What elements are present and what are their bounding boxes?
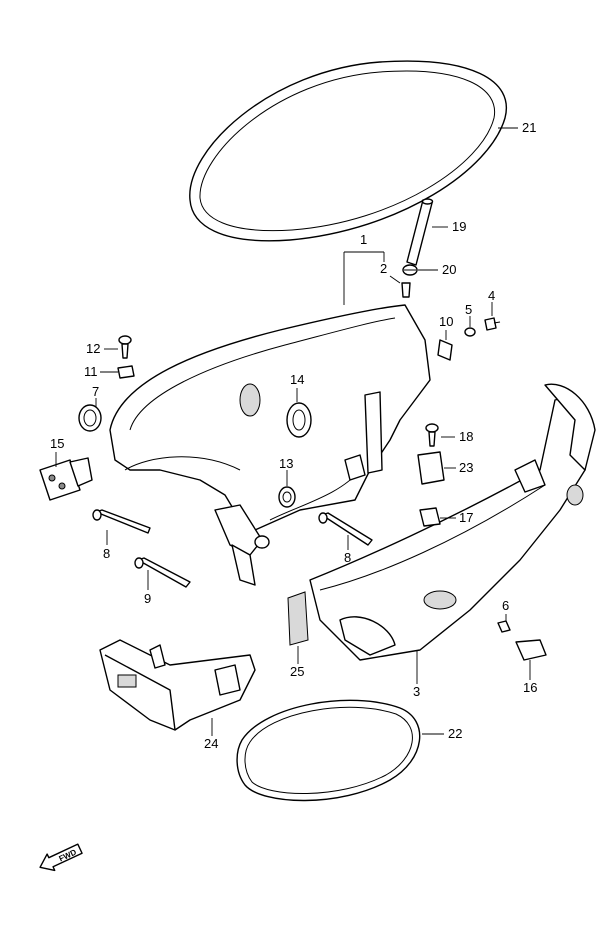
part-18-screw	[425, 423, 439, 447]
callout-17: 17	[459, 510, 473, 525]
callout-19: 19	[452, 219, 466, 234]
callout-1: 1	[360, 232, 367, 247]
callout-13: 13	[279, 456, 293, 471]
part-21-top-seal	[189, 60, 508, 242]
callout-6: 6	[502, 598, 509, 613]
callout-15: 15	[50, 436, 64, 451]
part-23-clip	[417, 451, 445, 485]
callout-23: 23	[459, 460, 473, 475]
part-8-bolt-right	[318, 512, 373, 546]
part-2-pin	[401, 282, 411, 298]
callout-9: 9	[144, 591, 151, 606]
part-9-bolt	[134, 557, 191, 588]
callout-8-right: 8	[344, 550, 351, 565]
callout-11: 11	[84, 364, 98, 379]
part-3-side-cover	[309, 383, 596, 661]
callout-3: 3	[413, 684, 420, 699]
callout-7: 7	[92, 384, 99, 399]
part-20-clip	[402, 264, 418, 276]
callout-21: 21	[522, 120, 536, 135]
callout-20: 20	[442, 262, 456, 277]
callout-12: 12	[86, 341, 100, 356]
part-14-grommet	[286, 402, 312, 438]
part-15-knob	[39, 457, 93, 501]
callout-4: 4	[488, 288, 495, 303]
part-8-bolt-left	[92, 509, 151, 534]
callout-22: 22	[448, 726, 462, 741]
part-1-side-cover	[109, 304, 431, 586]
part-11-nut	[117, 365, 135, 379]
callout-24: 24	[204, 736, 218, 751]
callout-14: 14	[290, 372, 304, 387]
part-6-screw	[497, 620, 511, 633]
callout-10: 10	[439, 314, 453, 329]
callout-2: 2	[380, 261, 387, 276]
part-22-bottom-seal	[236, 699, 421, 802]
leader-lines	[55, 127, 531, 736]
part-16-latch	[515, 639, 547, 661]
fwd-label: FWD	[58, 848, 79, 864]
callout-18: 18	[459, 429, 473, 444]
callout-8-left: 8	[103, 546, 110, 561]
part-13-grommet	[278, 486, 296, 508]
fwd-arrow-icon: FWD	[39, 843, 83, 872]
part-10-bracket	[437, 339, 453, 361]
callout-25: 25	[290, 664, 304, 679]
callout-5: 5	[465, 302, 472, 317]
part-17-cap	[419, 507, 441, 527]
part-12-screw	[118, 335, 132, 359]
callout-16: 16	[523, 680, 537, 695]
part-7-grommet	[78, 404, 102, 432]
part-24-bracket	[99, 639, 256, 731]
part-4-screw	[484, 317, 501, 331]
part-25-pad	[287, 591, 309, 646]
part-5-washer	[464, 327, 476, 337]
part-19-rod	[406, 198, 434, 266]
